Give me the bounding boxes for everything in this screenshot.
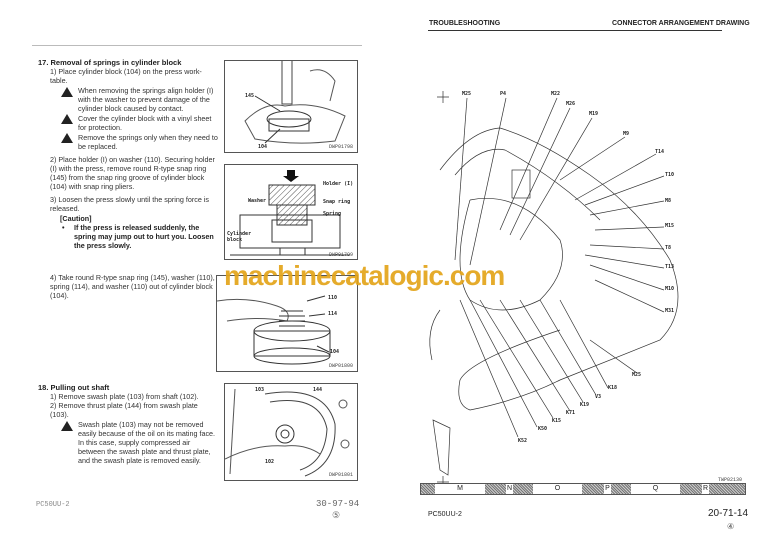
connector-label: M10 [665, 286, 675, 292]
figure-dwp01799: Holder (I) Washer Snap ring Spring Cylin… [224, 164, 358, 260]
connector-label: M31 [665, 308, 675, 314]
grid-hatch [582, 484, 604, 494]
warning-icon [61, 133, 73, 143]
caution-text: If the press is released suddenly, the s… [74, 223, 214, 250]
header-section: TROUBLESHOOTING [429, 20, 501, 27]
grid-hatch [709, 484, 745, 494]
section17-title: 17. Removal of springs in cylinder block [38, 58, 182, 67]
drawing-code: TWP02130 [718, 477, 743, 483]
warning-icon [61, 87, 73, 97]
right-revision: ④ [727, 522, 735, 531]
grid-letter-o: O [533, 484, 582, 494]
figure-label: 145 [245, 93, 255, 99]
grid-reference-strip: M N O P Q R [420, 483, 746, 495]
connector-label: P4 [500, 91, 507, 97]
figure-caption: DWP01799 [328, 252, 353, 258]
grid-letter-q: Q [631, 484, 680, 494]
left-top-rule [32, 45, 362, 46]
left-page: 17. Removal of springs in cylinder block… [32, 45, 362, 520]
figure-caption: DWP01800 [328, 363, 353, 369]
connector-label: T10 [665, 172, 675, 178]
figure-label: Holder (I) [323, 181, 354, 187]
connector-label: K71 [566, 410, 576, 416]
caution-bullet: • [62, 223, 65, 232]
connector-label: M19 [589, 111, 599, 117]
figure-caption: DWP01798 [328, 144, 353, 150]
warning-text-1: When removing the springs align holder (… [78, 86, 214, 113]
figure-illustration [244, 58, 346, 144]
connector-label: K18 [608, 385, 618, 391]
connector-label: K15 [552, 418, 562, 424]
connector-label: M22 [551, 91, 561, 97]
grid-hatch [611, 484, 631, 494]
section18-title: 18. Pulling out shaft [38, 383, 110, 392]
connector-label: K19 [580, 402, 590, 408]
figure-label: 102 [265, 459, 275, 465]
grid-letter-r: R [702, 484, 709, 494]
connector-label: K50 [538, 426, 548, 432]
connector-label: M8 [665, 198, 672, 204]
figure-label: Spring [323, 211, 342, 217]
grid-letter-n: N [506, 484, 513, 494]
connector-label: M9 [623, 131, 630, 137]
figure-dwp01801: 103 144 102 DWP01801 [224, 383, 358, 481]
connector-label: M25 [632, 372, 642, 378]
figure-label: Snap ring [323, 199, 351, 205]
connector-label: V3 [595, 394, 602, 400]
connector-label: M15 [665, 223, 675, 229]
right-page-number: 20-71-14 [708, 508, 749, 519]
figure-illustration [216, 295, 331, 365]
grid-hatch [421, 484, 435, 494]
warning-icon [61, 114, 73, 124]
left-footer-model: PC50UU-2 [36, 501, 70, 509]
figure-label: 114 [328, 311, 338, 317]
connector-label: K52 [518, 438, 528, 444]
header-title: CONNECTOR ARRANGEMENT DRAWING [612, 20, 750, 27]
watermark: machinecatalogic.com [224, 260, 505, 291]
warning-text-2: Cover the cylinder block with a vinyl sh… [78, 114, 212, 132]
warning-text-3: Remove the springs only when they need t… [78, 133, 218, 151]
figure-dwp01798: 145 104 DWP01798 [224, 58, 358, 153]
left-page-number: 30-97-94 [316, 499, 360, 509]
figure-label: 104 [258, 144, 268, 150]
figure-caption: DWP01801 [328, 472, 353, 478]
figure-illustration [224, 388, 350, 477]
figure-label: 103 [255, 387, 265, 393]
grid-hatch [680, 484, 702, 494]
left-revision: ⑤ [332, 510, 341, 520]
right-footer-model: PC50UU-2 [428, 511, 462, 518]
section18-step1: 1) Remove swash plate (103) from shaft (… [50, 392, 199, 401]
grid-letter-p: P [604, 484, 611, 494]
caution-label: [Caution] [60, 214, 92, 223]
section17-step2: 2) Place holder (I) on washer (110). Sec… [50, 155, 215, 191]
grid-letter-m: M [435, 484, 485, 494]
header-rule [428, 30, 722, 31]
connector-label: M26 [566, 101, 576, 107]
connector-label: M25 [462, 91, 472, 97]
section17-step1: 1) Place cylinder block (104) on the pre… [50, 67, 202, 85]
warning-icon [61, 421, 73, 431]
figure-label: 104 [330, 349, 340, 355]
figure-illustration [230, 170, 350, 256]
grid-hatch [513, 484, 533, 494]
section18-step2: 2) Remove thrust plate (144) from swash … [50, 401, 198, 419]
figure-dwp01800: 110 114 104 DWP01800 [216, 275, 358, 372]
figure-label: 144 [313, 387, 323, 393]
connector-label: T13 [665, 264, 675, 270]
figure-label: 110 [328, 295, 338, 301]
figure-label: Washer [248, 198, 267, 204]
connector-label: T14 [655, 149, 665, 155]
section17-step3: 3) Loosen the press slowly until the spr… [50, 195, 210, 213]
figure-label: Cylinder block [227, 231, 252, 243]
section18-warning: Swash plate (103) may not be removed eas… [78, 420, 216, 465]
right-page: TROUBLESHOOTING CONNECTOR ARRANGEMENT DR… [384, 0, 768, 542]
connector-label: T8 [665, 245, 672, 251]
grid-hatch [485, 484, 506, 494]
section17-step4: 4) Take round R-type snap ring (145), wa… [50, 273, 215, 300]
